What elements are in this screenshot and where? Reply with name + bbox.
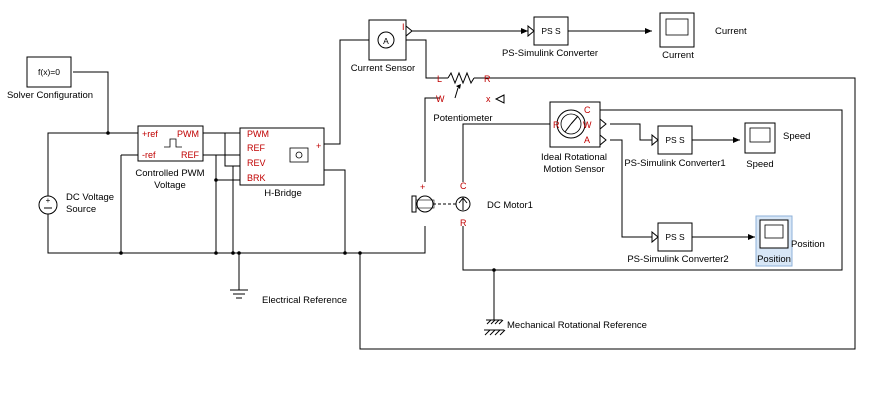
ps-simulink-converter-speed-block[interactable]: PS S PS-Simulink Converter1 xyxy=(624,125,726,169)
motion-sensor-port-a: A xyxy=(584,135,590,145)
electrical-reference-block[interactable]: Electrical Reference xyxy=(230,289,347,306)
controlled-pwm-voltage-block[interactable]: +ref -ref PWM REF Controlled PWM Voltage xyxy=(135,125,205,191)
ideal-rotational-motion-sensor-block[interactable]: R C W A Ideal Rotational Motion Sensor xyxy=(541,101,607,175)
ps-simulink-converter-current-block[interactable]: PS S PS-Simulink Converter xyxy=(502,16,598,59)
dc-voltage-source-block[interactable]: + DC Voltage Source xyxy=(38,192,114,215)
ps-conv-position-inner: PS S xyxy=(665,232,685,242)
mechanical-rotational-reference-block[interactable]: Mechanical Rotational Reference xyxy=(484,319,647,336)
hbridge-port-brk: BRK xyxy=(247,173,266,183)
pot-port-w: W xyxy=(436,94,445,104)
pwm-port-ref-neg: -ref xyxy=(142,150,156,160)
scope-position-side-label: Position xyxy=(791,239,825,250)
hbridge-label: H-Bridge xyxy=(264,188,302,199)
ps-conv-current-inner: PS S xyxy=(541,26,561,36)
dc-motor-label: DC Motor1 xyxy=(487,200,533,211)
hbridge-port-ref: REF xyxy=(247,143,266,153)
current-sensor-block[interactable]: A I Current Sensor xyxy=(351,19,415,74)
mechanical-ref-label: Mechanical Rotational Reference xyxy=(507,320,647,331)
pot-port-l: L xyxy=(437,74,442,84)
pwm-port-ref-pos: +ref xyxy=(142,129,158,139)
current-sensor-label: Current Sensor xyxy=(351,63,415,74)
pwm-port-pwm: PWM xyxy=(177,129,199,139)
svg-text:C: C xyxy=(460,181,467,191)
solver-configuration-block[interactable]: f(x)=0 Solver Configuration xyxy=(7,56,93,101)
hbridge-port-pwm: PWM xyxy=(247,129,269,139)
pot-label: Potentiometer xyxy=(433,113,492,124)
svg-text:+: + xyxy=(316,141,321,151)
pwm-port-ref: REF xyxy=(181,150,200,160)
connection-lines xyxy=(47,28,856,350)
hbridge-port-rev: REV xyxy=(247,158,266,168)
pwm-label-1: Controlled PWM xyxy=(135,168,204,179)
current-sensor-port-i: I xyxy=(402,22,405,32)
scope-current-side-label: Current xyxy=(715,26,747,37)
scope-position-block[interactable]: Position Position xyxy=(755,215,825,267)
solver-inner-text: f(x)=0 xyxy=(38,67,60,77)
dc-source-label-1: DC Voltage xyxy=(66,192,114,203)
motion-sensor-port-c: C xyxy=(584,105,591,115)
scope-speed-side-label: Speed xyxy=(783,131,810,142)
motion-sensor-label-2: Motion Sensor xyxy=(543,164,604,175)
potentiometer-block[interactable]: L R W x Potentiometer xyxy=(433,71,505,124)
scope-current-block[interactable]: Current Current xyxy=(659,12,747,61)
motion-sensor-label-1: Ideal Rotational xyxy=(541,152,607,163)
dc-source-label-2: Source xyxy=(66,204,96,215)
svg-text:+: + xyxy=(420,182,425,192)
pot-port-x: x xyxy=(486,94,491,104)
pwm-label-2: Voltage xyxy=(154,180,186,191)
scope-speed-label: Speed xyxy=(746,159,773,170)
ps-simulink-converter-position-block[interactable]: PS S PS-Simulink Converter2 xyxy=(627,222,729,265)
h-bridge-block[interactable]: PWM REF REV BRK + H-Bridge xyxy=(239,127,325,199)
scope-position-label: Position xyxy=(757,254,791,265)
pot-port-r: R xyxy=(484,74,491,84)
ps-conv-current-label: PS-Simulink Converter xyxy=(502,48,598,59)
scope-speed-block[interactable]: Speed Speed xyxy=(744,122,810,170)
svg-text:R: R xyxy=(460,218,467,228)
dc-motor-block[interactable]: + C R DC Motor1 xyxy=(411,181,533,228)
svg-text:+: + xyxy=(46,196,51,205)
ps-conv-position-label: PS-Simulink Converter2 xyxy=(627,254,728,265)
solver-label: Solver Configuration xyxy=(7,90,93,101)
motion-sensor-port-w: W xyxy=(583,120,592,130)
motion-sensor-port-r: R xyxy=(553,120,560,130)
ps-conv-speed-label: PS-Simulink Converter1 xyxy=(624,158,725,169)
electrical-ref-label: Electrical Reference xyxy=(262,295,347,306)
ps-conv-speed-inner: PS S xyxy=(665,135,685,145)
current-sensor-inner: A xyxy=(383,36,389,46)
scope-current-label: Current xyxy=(662,50,694,61)
